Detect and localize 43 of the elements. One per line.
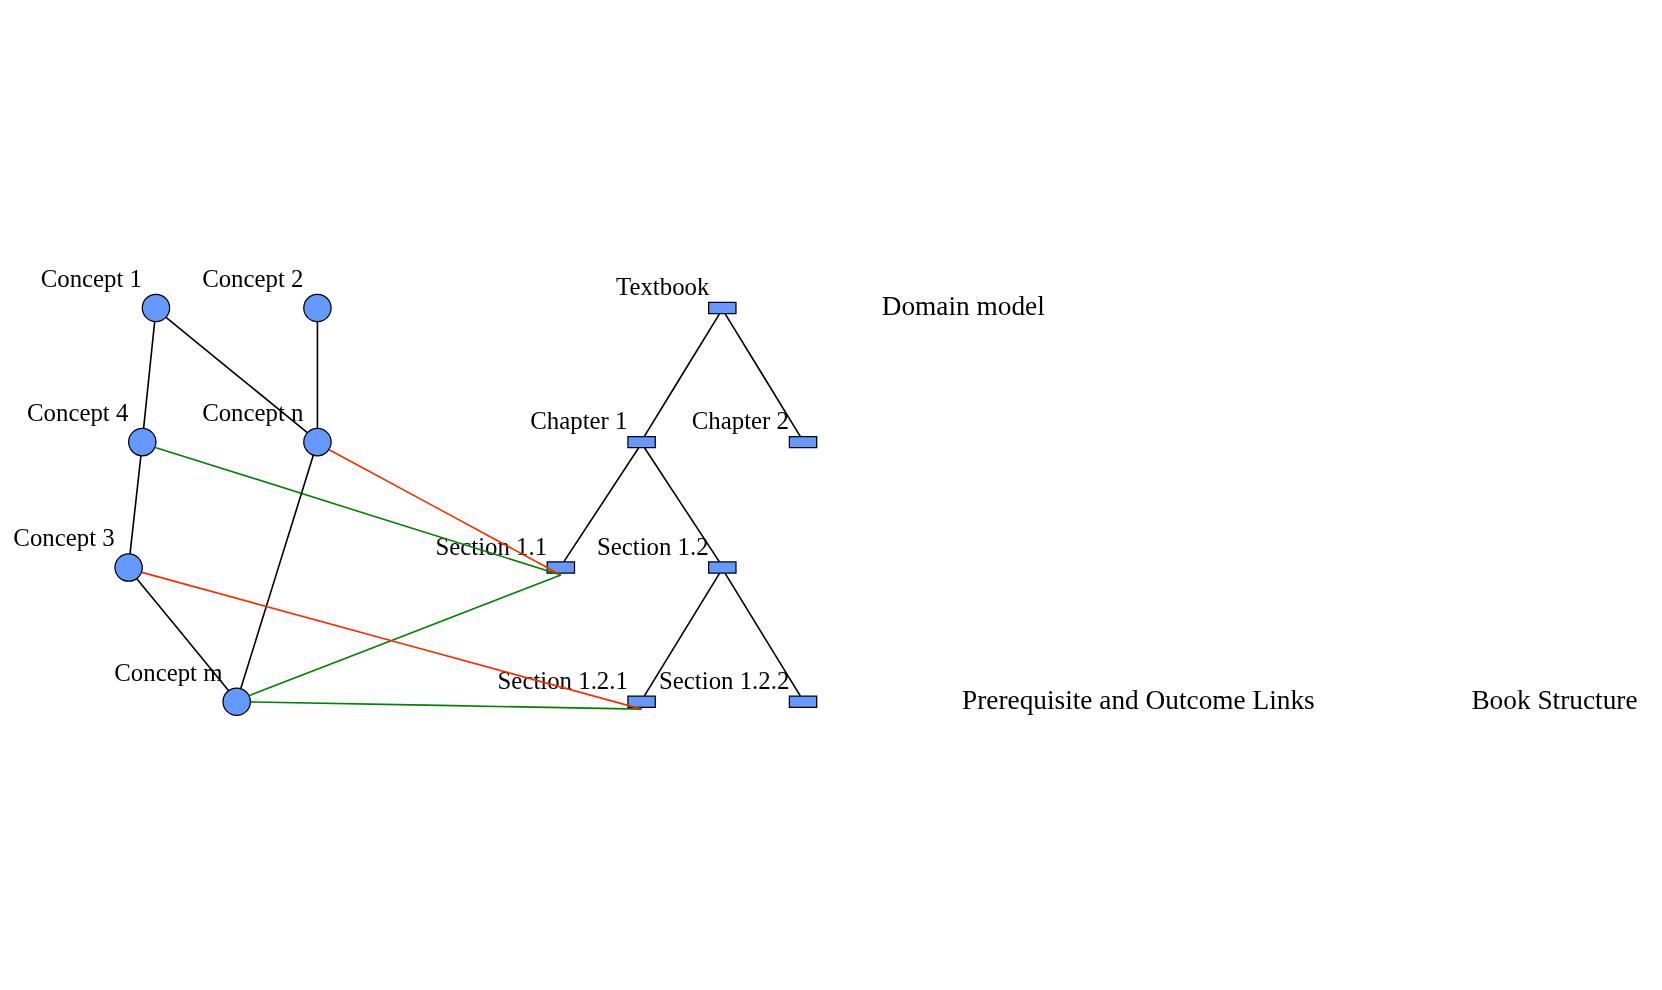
node-circle xyxy=(303,427,332,456)
label: Book Structure xyxy=(1471,684,1638,715)
node-label: Section 1.2.2 xyxy=(659,666,790,694)
connector xyxy=(135,577,230,691)
node-label: Chapter 2 xyxy=(691,406,789,434)
label: Domain model xyxy=(881,290,1045,321)
node-label: Concept 4 xyxy=(27,398,129,426)
connector xyxy=(165,316,309,433)
node-label: Concept 2 xyxy=(202,264,304,292)
node-bar xyxy=(708,560,737,574)
node-circle xyxy=(114,552,143,582)
node-circle xyxy=(141,293,171,322)
connector xyxy=(142,320,156,429)
node-bar xyxy=(788,694,818,708)
node-label: Chapter 1 xyxy=(530,406,628,434)
connector xyxy=(724,571,802,697)
connector xyxy=(328,448,562,576)
node-circle xyxy=(222,686,251,716)
node-bar xyxy=(627,694,656,708)
node-label: Concept 3 xyxy=(13,523,115,551)
connector xyxy=(643,446,721,562)
connector xyxy=(563,446,640,562)
node-circle xyxy=(128,427,157,456)
node-bar xyxy=(627,435,656,448)
connector xyxy=(724,312,802,437)
connector xyxy=(240,454,315,689)
connector xyxy=(643,312,721,437)
node-label: Concept n xyxy=(202,398,304,426)
connector xyxy=(248,573,562,696)
connector xyxy=(316,320,319,429)
connector xyxy=(141,571,643,710)
node-circle xyxy=(303,293,332,322)
node-bar xyxy=(708,301,737,314)
node-bar xyxy=(788,435,818,448)
node-bar xyxy=(546,560,576,574)
connector xyxy=(249,700,643,710)
connector xyxy=(129,454,142,555)
label: Prerequisite and Outcome Links xyxy=(962,684,1315,715)
connector xyxy=(154,446,562,576)
node-label: Section 1.2 xyxy=(596,532,709,559)
node-label: Concept 1 xyxy=(40,264,143,292)
connector xyxy=(643,571,721,697)
node-label: Textbook xyxy=(616,272,710,300)
